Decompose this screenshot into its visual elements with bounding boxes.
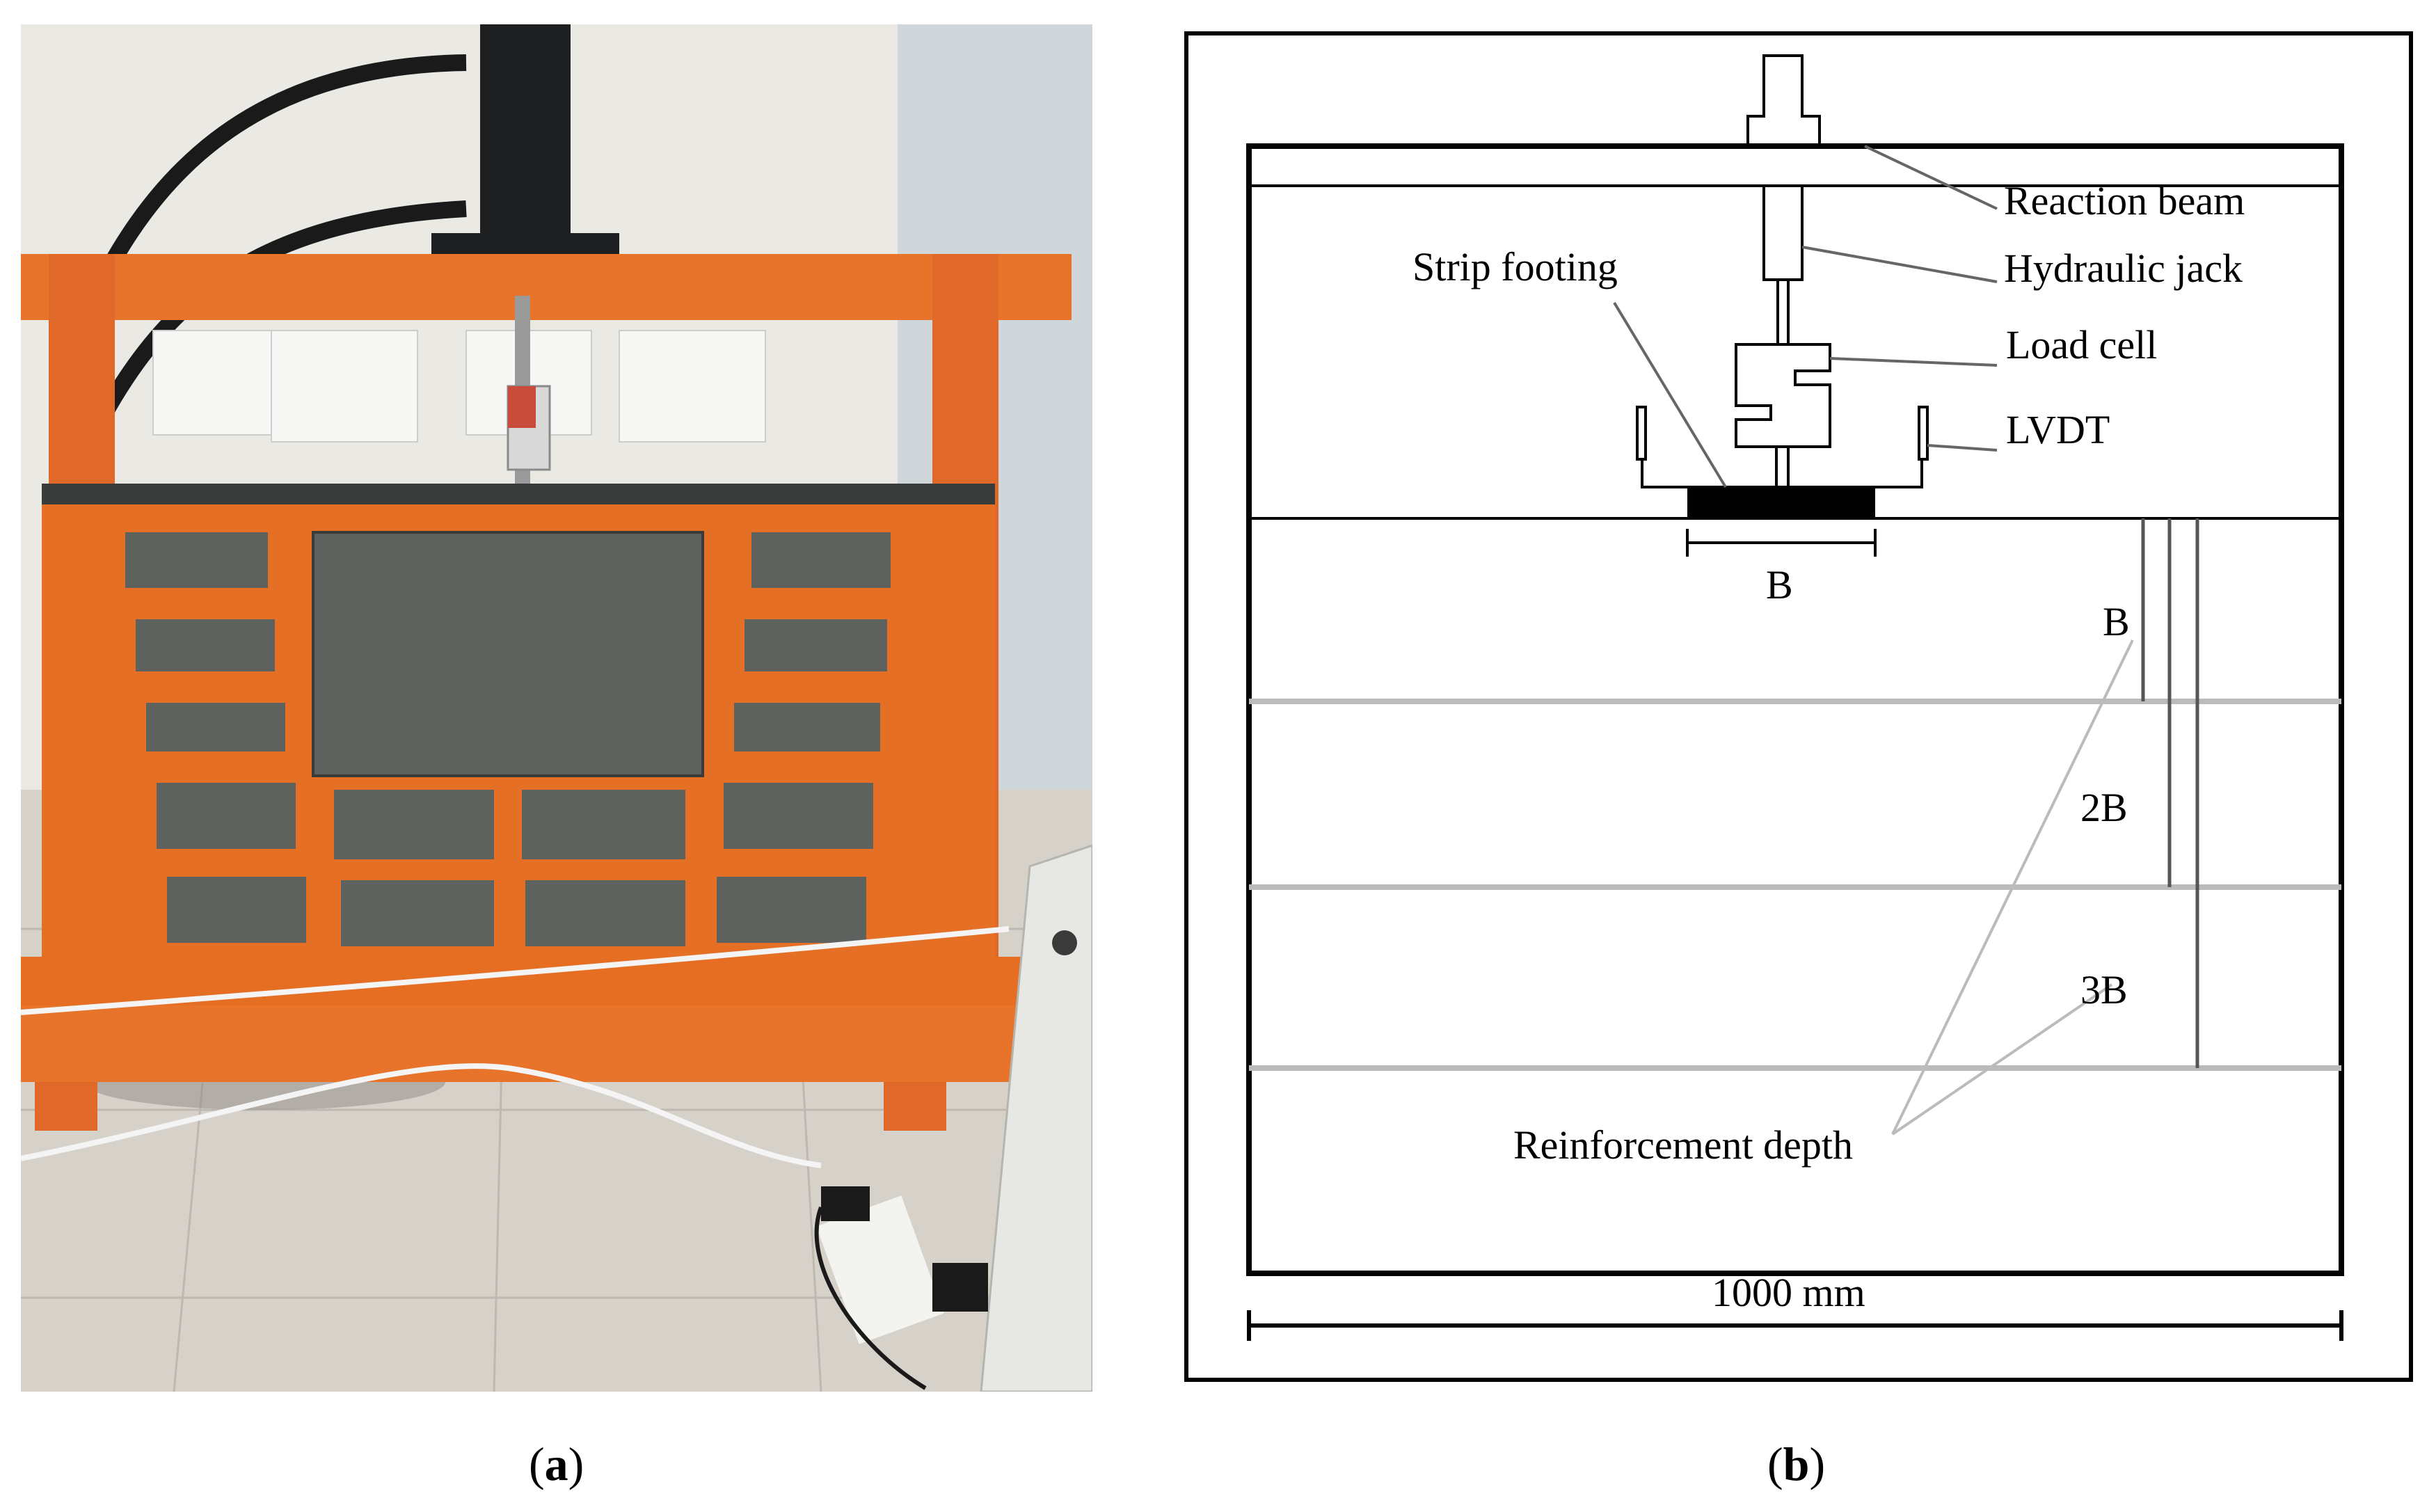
label-footing-width: B [1766, 562, 1793, 607]
label-reinforcement-depth: Reinforcement depth [1513, 1122, 1853, 1168]
test-tank [1246, 143, 2344, 1276]
load-cell [1735, 343, 1831, 448]
label-tank-width: 1000 mm [1712, 1270, 1865, 1315]
label-depth-b: B [2103, 599, 2130, 644]
strip-footing [1687, 487, 1875, 518]
label-depth-3b: 3B [2080, 967, 2128, 1012]
label-load-cell: Load cell [2006, 322, 2157, 367]
lvdt-right [1918, 406, 1929, 461]
label-depth-2b: 2B [2080, 785, 2128, 830]
panel-label-b: (b) [1767, 1438, 1826, 1490]
panel-label-a: (a) [529, 1438, 584, 1490]
lvdt-bracket [1641, 435, 1923, 488]
test-setup-photo [21, 24, 1092, 1392]
hydraulic-jack [1762, 184, 1804, 281]
top-fitting [1746, 54, 1821, 146]
label-reaction-beam: Reaction beam [2004, 178, 2245, 223]
label-strip-footing: Strip footing [1412, 244, 1618, 289]
label-lvdt: LVDT [2006, 407, 2110, 452]
test-setup-schematic: Reaction beam Hydraulic jack Strip footi… [1184, 31, 2413, 1382]
lvdt-left [1636, 406, 1647, 461]
figure-border [1184, 31, 2413, 1382]
label-hydraulic-jack: Hydraulic jack [2004, 246, 2243, 291]
